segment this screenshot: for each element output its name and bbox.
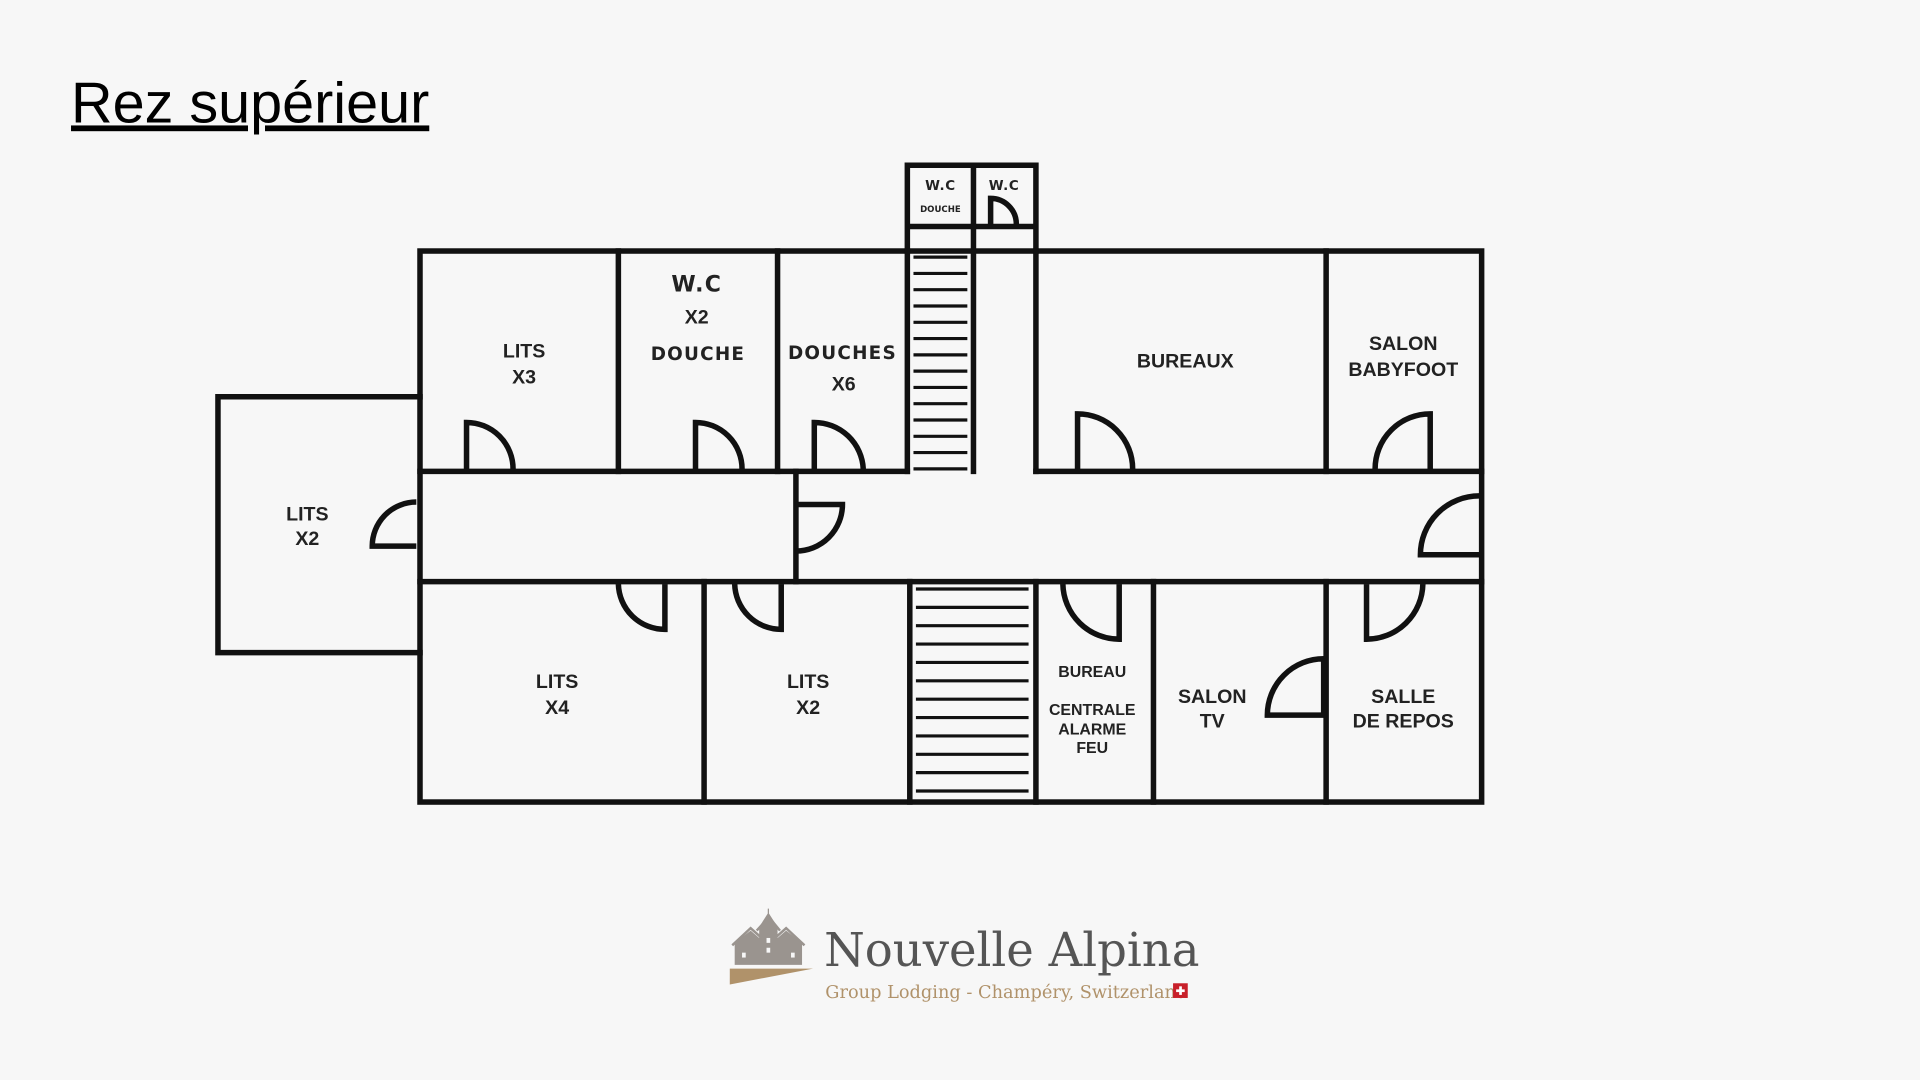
- room-label-wc: W.C: [989, 179, 1020, 194]
- staircase-lower: [915, 587, 1029, 793]
- door-icon: [369, 499, 417, 549]
- room-label-douches: DOUCHES: [788, 343, 897, 364]
- door-icon: [1060, 583, 1122, 642]
- room-label-lits-x2-bottom: X2: [796, 697, 820, 719]
- room-label-salle-de-repos: SALLE: [1371, 686, 1435, 708]
- room-label-lits-x3: LITS: [503, 341, 545, 363]
- floor-plan: W.C DOUCHE W.C LITS X3 W.C X2 DOUCHE DOU…: [215, 162, 1485, 805]
- room-label-bureau: ALARME: [1058, 722, 1126, 739]
- page-title: Rez supérieur: [71, 71, 429, 135]
- door-icon: [692, 419, 745, 470]
- door-icon: [1372, 411, 1433, 470]
- room-label-lits-x2-bottom: LITS: [787, 671, 829, 693]
- room-label-lits-x2: LITS: [286, 503, 328, 525]
- staircase-upper: [913, 255, 968, 471]
- door-icon: [987, 195, 1020, 225]
- door-icon: [811, 419, 867, 470]
- brand-tagline: Group Lodging - Champéry, Switzerland: [825, 982, 1187, 1003]
- door-icon: [1074, 411, 1136, 470]
- room-label-wc-douche: DOUCHE: [920, 205, 961, 215]
- room-label-lits-x4: LITS: [536, 671, 578, 693]
- chalet-logo-icon: [729, 908, 814, 985]
- door-icon: [731, 583, 784, 633]
- room-label-lits-x4: X4: [545, 697, 569, 719]
- doors: [369, 195, 1480, 718]
- room-label-bureau: BUREAU: [1058, 664, 1126, 681]
- room-label-salon-babyfoot: BABYFOOT: [1348, 359, 1458, 381]
- door-icon: [615, 583, 668, 633]
- room-label-salle-de-repos: DE REPOS: [1353, 710, 1454, 732]
- room-label-wc-x2: DOUCHE: [651, 344, 745, 365]
- room-label-bureau: CENTRALE: [1049, 702, 1136, 719]
- room-labels: W.C DOUCHE W.C LITS X3 W.C X2 DOUCHE DOU…: [286, 179, 1458, 757]
- room-label-wc-douche: W.C: [925, 179, 956, 194]
- room-label-salon-tv: TV: [1200, 710, 1225, 732]
- room-label-salon-babyfoot: SALON: [1369, 333, 1438, 355]
- room-label-lits-x3: X3: [512, 366, 536, 388]
- room-label-lits-x2: X2: [295, 528, 319, 550]
- room-label-bureau: FEU: [1076, 740, 1108, 757]
- room-label-wc-x2: X2: [685, 306, 709, 328]
- door-icon: [1264, 656, 1327, 718]
- door-icon: [795, 501, 846, 554]
- swiss-flag-icon: [1173, 983, 1188, 998]
- door-icon: [1363, 583, 1426, 642]
- brand-name: Nouvelle Alpina: [824, 923, 1199, 977]
- room-label-wc-x2: W.C: [671, 272, 722, 297]
- room-label-salon-tv: SALON: [1178, 686, 1247, 708]
- nouvelle-alpina-logo: Nouvelle Alpina Group Lodging - Champéry…: [729, 908, 1199, 1003]
- room-label-bureaux: BUREAUX: [1137, 350, 1234, 372]
- walls: [215, 162, 1485, 805]
- door-icon: [463, 419, 516, 470]
- room-label-douches: X6: [832, 374, 856, 396]
- door-icon: [1417, 493, 1480, 558]
